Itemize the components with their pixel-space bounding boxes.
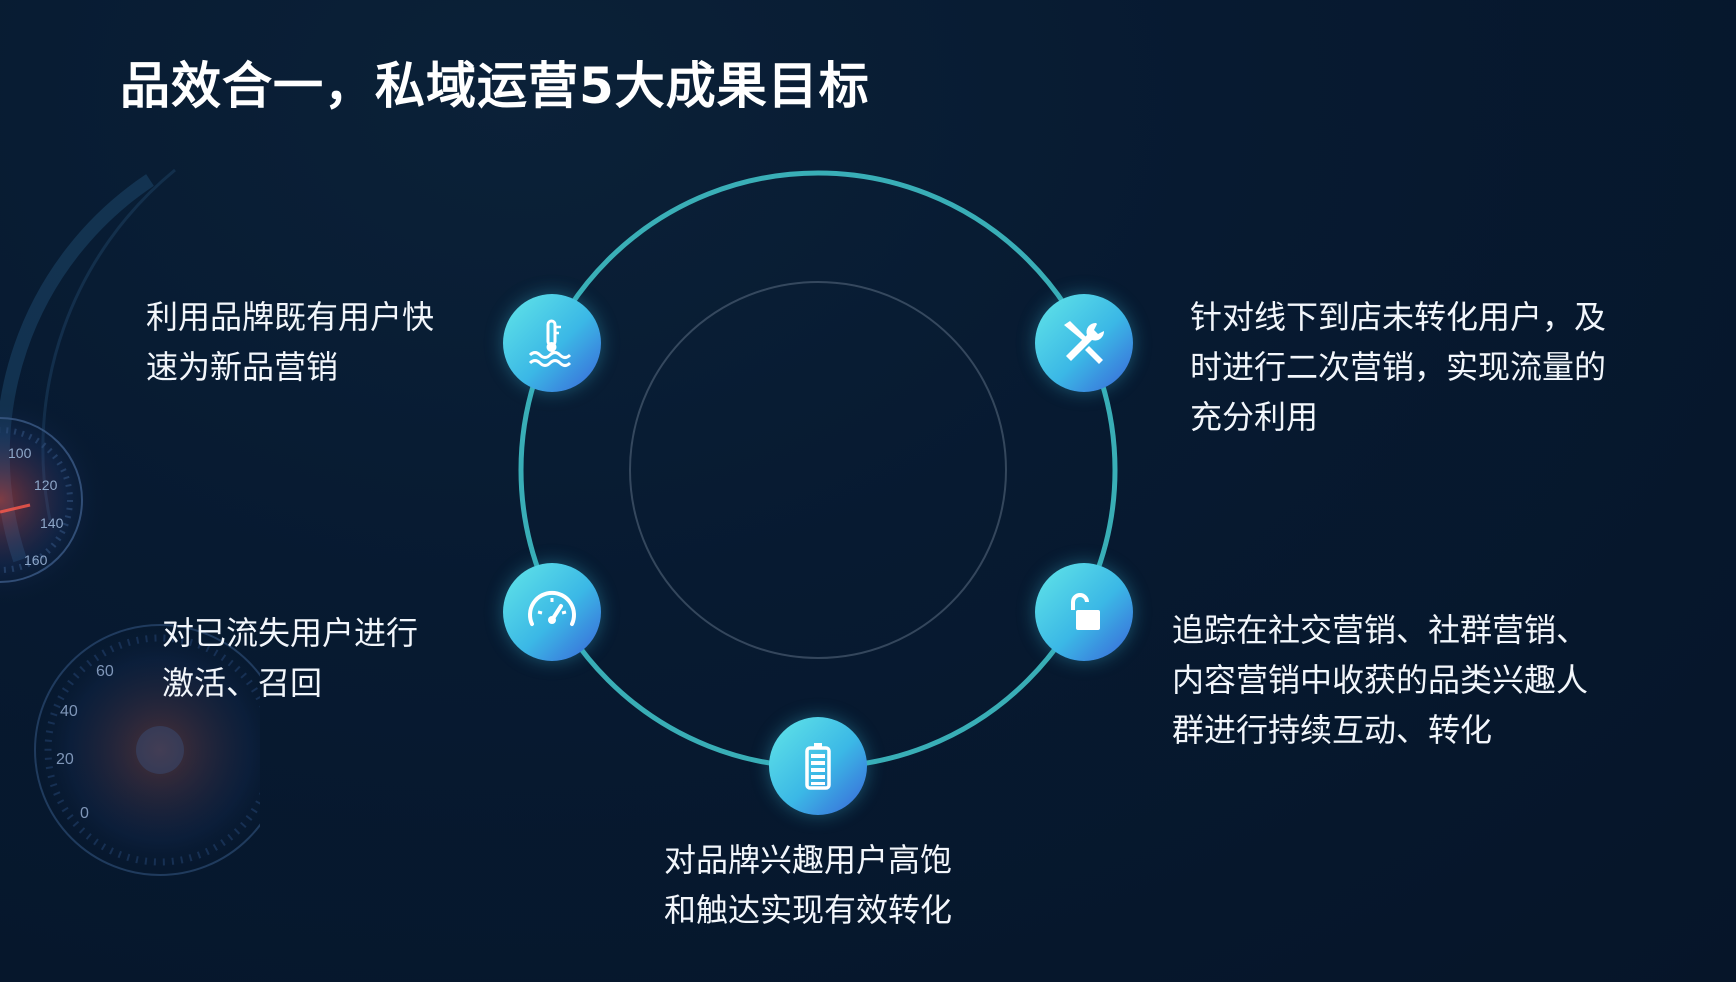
goal-text-line: 速为新品营销 — [146, 348, 339, 386]
goal-text-line: 内容营销中收获的品类兴趣人 — [1172, 661, 1589, 699]
goal-text-line: 时进行二次营销，实现流量的 — [1190, 348, 1607, 386]
gauge-number: 0 — [80, 805, 89, 822]
goal-text-4: 追踪在社交营销、社群营销、 内容营销中收获的品类兴趣人 群进行持续互动、转化 — [1172, 605, 1588, 755]
goal-text-line: 追踪在社交营销、社群营销、 — [1172, 611, 1589, 649]
tools-wrench-screwdriver-icon — [1035, 294, 1133, 392]
goal-text-line: 利用品牌既有用户快 — [146, 298, 435, 336]
gauge-number: 20 — [56, 751, 74, 768]
gauge-number: 160 — [24, 552, 48, 568]
gauge-number: 120 — [34, 477, 58, 493]
gauge-number: 100 — [8, 445, 32, 461]
goal-text-2: 针对线下到店未转化用户，及 时进行二次营销，实现流量的 充分利用 — [1190, 292, 1606, 442]
goal-text-line: 群进行持续互动、转化 — [1172, 711, 1493, 749]
gauge-number: 60 — [96, 663, 114, 680]
battery-icon — [769, 717, 867, 815]
gauge-number: 140 — [40, 515, 64, 531]
inner-ring — [629, 281, 1007, 659]
goal-text-3: 对已流失用户进行 激活、召回 — [162, 608, 418, 708]
goal-text-line: 对品牌兴趣用户高饱 — [664, 841, 953, 879]
outer-ring — [518, 170, 1118, 770]
page-title: 品效合一，私域运营5大成果目标 — [120, 57, 870, 115]
goal-text-1: 利用品牌既有用户快 速为新品营销 — [146, 292, 434, 392]
thermometer-water-icon — [503, 294, 601, 392]
speedometer-icon — [503, 563, 601, 661]
goal-text-line: 激活、召回 — [162, 664, 323, 702]
goal-text-line: 和触达实现有效转化 — [664, 891, 953, 929]
goal-text-5: 对品牌兴趣用户高饱 和触达实现有效转化 — [664, 835, 952, 935]
goal-text-line: 对已流失用户进行 — [162, 614, 419, 652]
goal-text-line: 充分利用 — [1190, 398, 1319, 436]
unlock-icon — [1035, 563, 1133, 661]
dashboard-gauge-decoration: 100 120 140 160 60 40 20 0 — [0, 168, 260, 880]
goal-text-line: 针对线下到店未转化用户，及 — [1190, 298, 1607, 336]
gauge-number: 40 — [60, 703, 78, 720]
